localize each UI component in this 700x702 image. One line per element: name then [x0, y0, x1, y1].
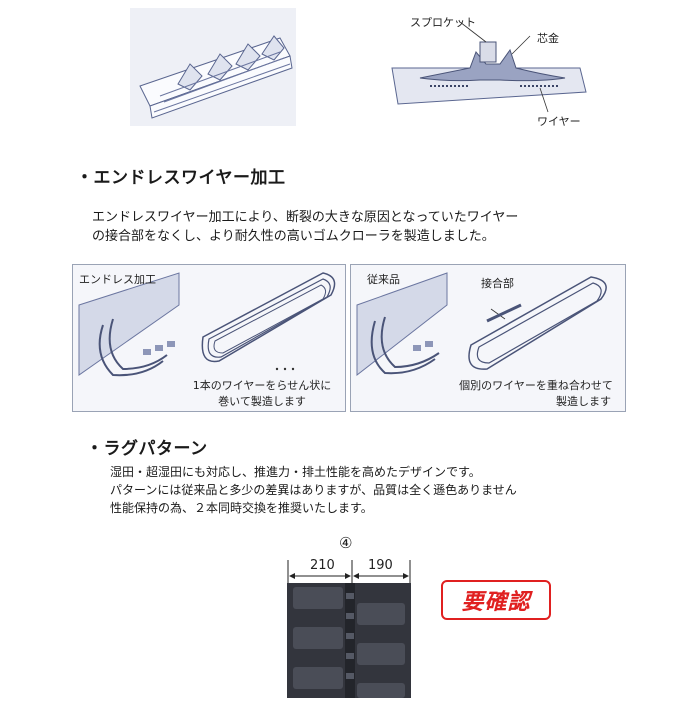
wire-label: ワイヤー	[537, 115, 581, 128]
cross-section-diagram	[390, 6, 590, 130]
endless-description-line2: の接合部をなくし、より耐久性の高いゴムクローラを製造しました。	[92, 229, 495, 244]
crawler-track-illustration	[130, 8, 296, 126]
sprocket-label: スプロケット	[410, 16, 476, 29]
cross-section-drawing	[391, 21, 587, 113]
lug-pattern-image	[287, 583, 411, 698]
endless-panel-title: エンドレス加工	[79, 273, 156, 286]
endless-caption-line2: 巻いて製造します	[218, 395, 306, 408]
crawler-track-drawing	[130, 8, 296, 126]
dimension-left-value: 210	[310, 558, 335, 573]
endless-process-panel: エンドレス加工 1本のワイヤーをらせん状に 巻いて製造します	[72, 264, 346, 412]
joint-label: 接合部	[481, 277, 514, 290]
lug-description-line2: パターンには従来品と多少の差異はありますが、品質は全く遜色ありません	[110, 483, 517, 497]
conventional-caption-line2: 製造します	[556, 395, 611, 408]
lug-pattern-drawing	[287, 583, 411, 698]
lug-pattern-heading: ・ラグパターン	[86, 439, 208, 459]
conventional-wire-drawing	[356, 272, 607, 377]
dimension-arrows-drawing	[287, 560, 411, 584]
conventional-caption-line1: 個別のワイヤーを重ね合わせて	[459, 379, 613, 392]
lug-description-line3: 性能保持の為、２本同時交換を推奨いたします。	[110, 501, 373, 515]
endless-spiral-drawing	[78, 272, 336, 377]
conventional-product-panel: 従来品 接合部 個別のワイヤーを重ね合わせて 製造します	[350, 264, 626, 412]
dimension-right-value: 190	[368, 558, 393, 573]
endless-description-line1: エンドレスワイヤー加工により、断裂の大きな原因となっていたワイヤー	[92, 210, 519, 225]
confirmation-required-stamp: 要確認	[441, 580, 551, 620]
core-metal-label: 芯金	[537, 32, 559, 45]
endless-wire-heading: ・エンドレスワイヤー加工	[76, 168, 286, 188]
endless-caption-line1: 1本のワイヤーをらせん状に	[192, 379, 332, 392]
dimension-arrows	[286, 558, 412, 584]
pattern-number: ④	[339, 534, 353, 552]
conventional-panel-title: 従来品	[367, 273, 400, 286]
lug-description-line1: 湿田・超湿田にも対応し、推進力・排土性能を高めたデザインです。	[110, 465, 481, 479]
